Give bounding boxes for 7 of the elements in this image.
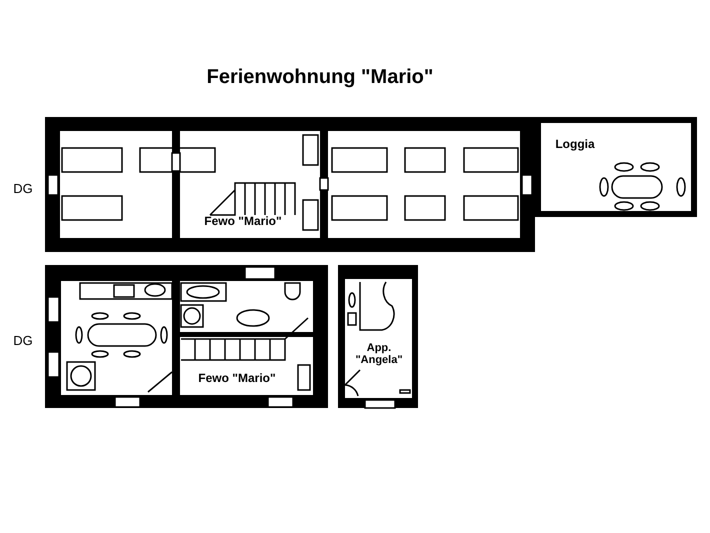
room-label: Loggia — [554, 138, 596, 151]
room-label: Fewo "Mario" — [203, 215, 283, 228]
floor-label: DG — [12, 182, 34, 195]
floor-label: DG — [12, 334, 34, 347]
plan-title: Ferienwohnung "Mario" — [206, 66, 434, 89]
room-label: Fewo "Mario" — [197, 372, 277, 385]
room-label: App. "Angela" — [354, 342, 404, 366]
